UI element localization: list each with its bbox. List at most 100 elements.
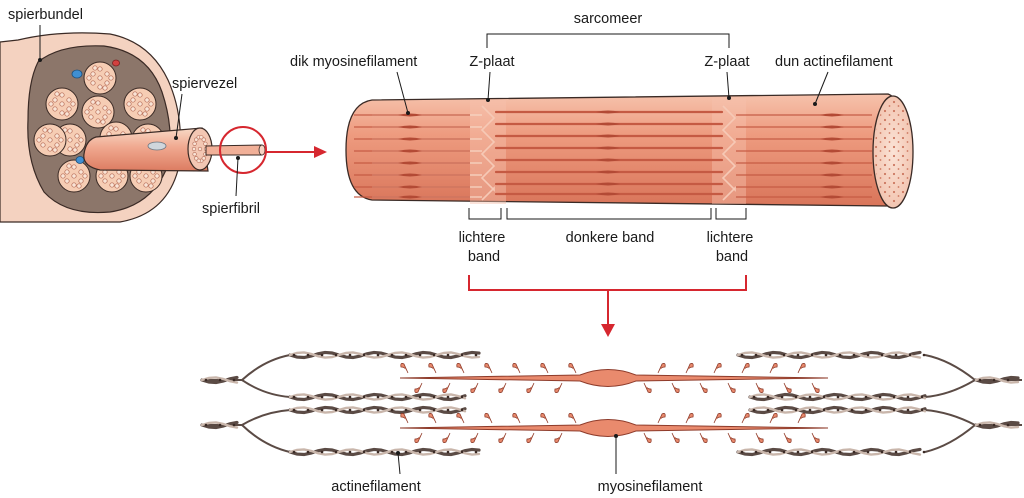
myosin-head <box>699 432 708 443</box>
myosin-head <box>554 432 563 443</box>
myosinefilament-label: myosinefilament <box>598 479 703 495</box>
myofibril-cylinder <box>345 93 914 209</box>
m-line-node <box>398 137 422 141</box>
z-disc-link <box>241 424 291 453</box>
myosin-head <box>811 432 820 443</box>
actin-strand <box>736 350 926 360</box>
m-line-node <box>820 125 844 129</box>
donkere-band-label: donkere band <box>566 230 655 246</box>
m-line-node <box>820 173 844 177</box>
m-line-node <box>398 173 422 177</box>
myosin-head <box>484 363 493 374</box>
myosin-head <box>643 432 652 443</box>
myosin-head <box>769 363 778 374</box>
actin-strand <box>288 392 467 402</box>
actin-strand <box>748 405 927 415</box>
fiber-cross-section <box>81 95 115 129</box>
myosin-head <box>741 363 750 374</box>
band-brackets <box>468 208 747 220</box>
myosin-head <box>456 363 465 374</box>
m-line-node <box>398 149 422 153</box>
z-line <box>721 105 737 201</box>
z-disc-link <box>924 379 976 398</box>
sarcomere-filaments <box>354 98 872 204</box>
fiber-cross-section <box>45 87 79 121</box>
muscle-bundle <box>0 32 182 223</box>
m-line-node <box>398 125 422 129</box>
actin-strand <box>736 447 926 457</box>
myosin-head <box>713 363 722 374</box>
myosin-head <box>783 382 792 393</box>
myosin-head <box>671 432 680 443</box>
myosin-head <box>484 413 493 424</box>
myosin-head <box>414 382 423 393</box>
z-line <box>480 105 496 201</box>
myosin-head <box>400 413 409 424</box>
z-plaat-right-label: Z-plaat <box>704 54 749 70</box>
myosin-head <box>428 363 437 374</box>
myosin-head <box>498 432 507 443</box>
myosin-head <box>498 382 507 393</box>
z-disc-link <box>924 424 976 453</box>
myosin-head <box>741 413 750 424</box>
fiber-cross-section <box>123 87 157 121</box>
m-line-node <box>820 149 844 153</box>
myosin-head <box>811 382 820 393</box>
myosin-head <box>755 382 764 393</box>
m-line-node <box>596 134 620 138</box>
myosin-filament <box>399 413 829 443</box>
z-disc-link <box>241 379 291 398</box>
lichtere-band-right-label: lichtere band <box>707 230 758 265</box>
sarcomeer-label: sarcomeer <box>574 11 643 27</box>
actin-strand <box>288 447 481 457</box>
m-line-node <box>596 170 620 174</box>
myosin-head <box>568 413 577 424</box>
actinefilament-label: actinefilament <box>331 479 420 495</box>
fiber-cross-section <box>83 61 117 95</box>
myosin-head <box>797 363 806 374</box>
m-line-node <box>596 110 620 114</box>
myosin-head <box>470 382 479 393</box>
m-line-node <box>596 192 620 196</box>
myosin-head <box>526 432 535 443</box>
z-plaat-left-label: Z-plaat <box>469 54 514 70</box>
myosin-head <box>540 413 549 424</box>
m-line-node <box>398 113 422 117</box>
myosin-head <box>470 432 479 443</box>
myosin-head <box>685 363 694 374</box>
spierbundel-label: spierbundel <box>8 7 83 23</box>
z-disc-link <box>202 354 291 381</box>
m-line-node <box>398 185 422 189</box>
myosin-head <box>512 413 521 424</box>
m-line-node <box>596 182 620 186</box>
actin-strand <box>974 375 1020 385</box>
detail-arrow <box>468 275 747 337</box>
myosin-head <box>568 363 577 374</box>
myosin-head <box>685 413 694 424</box>
actin-strand <box>748 392 927 402</box>
myosin-head <box>456 413 465 424</box>
myosin-head <box>414 432 423 443</box>
actin-strand <box>200 420 239 430</box>
zoom-circle <box>219 126 267 174</box>
myosin-head <box>400 363 409 374</box>
myosin-head <box>526 382 535 393</box>
filament-detail <box>200 350 1022 457</box>
z-disc-link <box>924 354 1022 381</box>
myosin-head <box>755 432 764 443</box>
lichtere-band-left-label: lichtere band <box>459 230 510 265</box>
m-line-node <box>596 122 620 126</box>
myosin-filament <box>399 363 829 393</box>
myosin-head <box>442 432 451 443</box>
myosin-head <box>769 413 778 424</box>
myosin-head <box>428 413 437 424</box>
myosin-head <box>713 413 722 424</box>
dik-myosine-label: dik myosinefilament <box>290 54 417 70</box>
spiervezel-label: spiervezel <box>172 76 237 92</box>
myosin-head <box>657 413 666 424</box>
actin-strand <box>288 350 481 360</box>
spierfibril-label: spierfibril <box>202 201 260 217</box>
myosin-head <box>540 363 549 374</box>
fiber-cross-section <box>33 123 67 157</box>
